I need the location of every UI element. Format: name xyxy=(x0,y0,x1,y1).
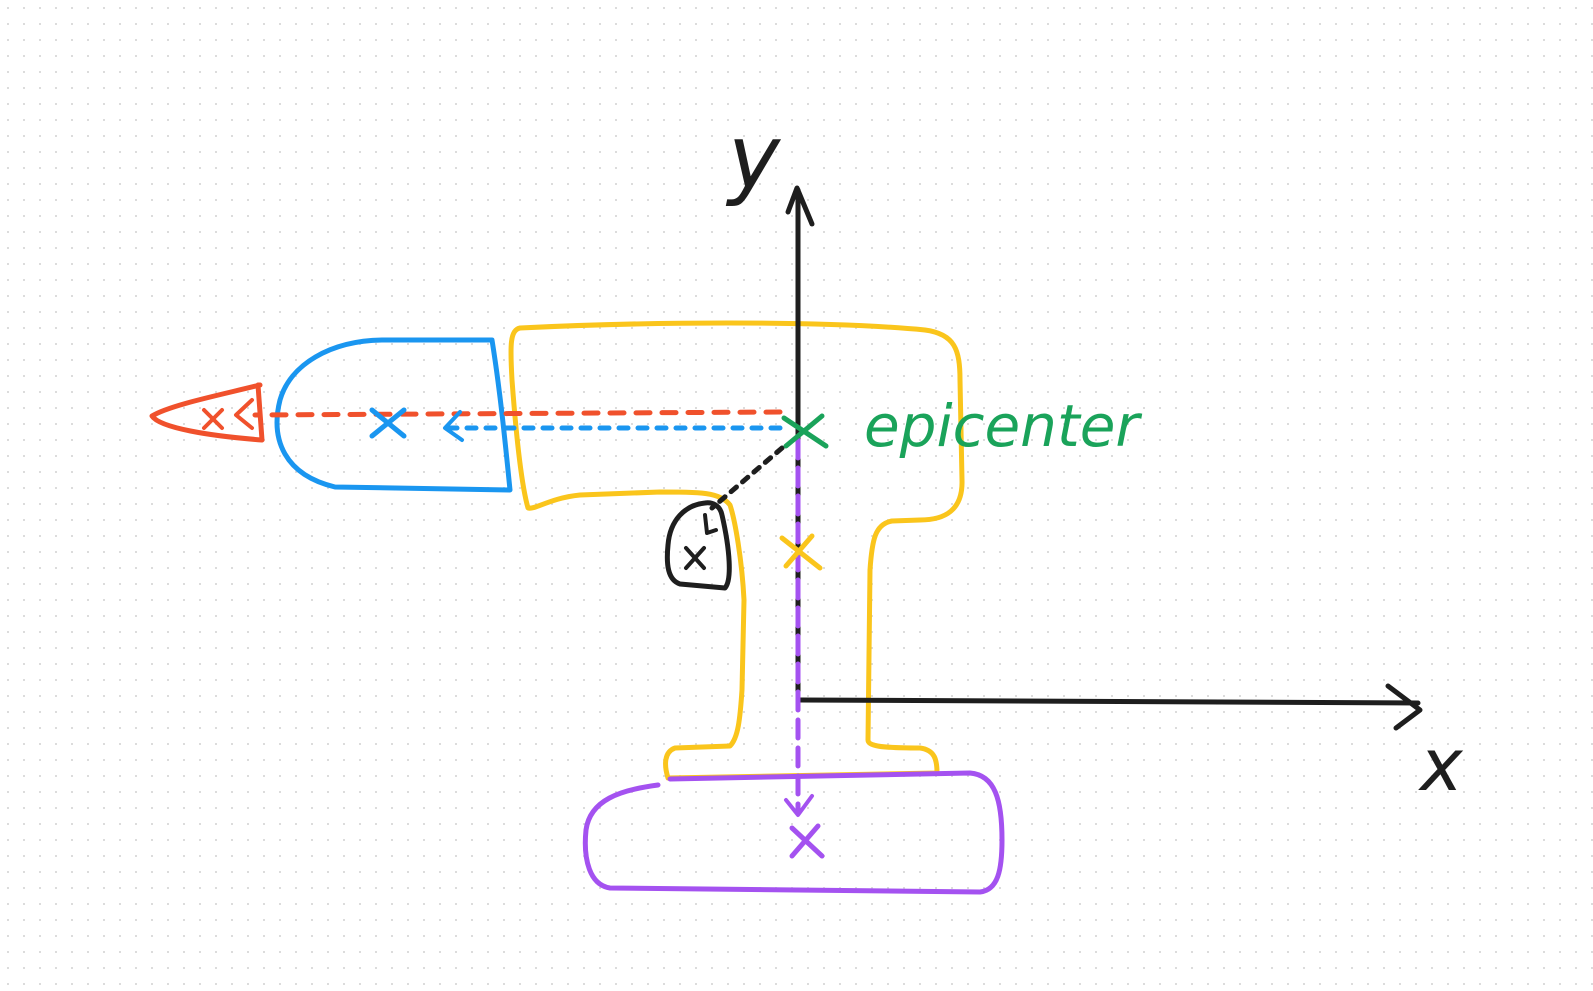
x-axis-line xyxy=(797,697,1421,706)
trigger-center-mark xyxy=(703,513,718,535)
chuck-center-mark xyxy=(369,407,407,439)
y-axis-label: y xyxy=(725,106,782,209)
x-axis-label: x xyxy=(1418,723,1464,807)
trigger-center-cross xyxy=(684,546,706,570)
trigger-dashed-line xyxy=(709,445,785,511)
bit-center-mark xyxy=(202,408,224,430)
trigger-outline xyxy=(664,500,732,591)
drill-bit-arrowhead xyxy=(234,398,254,430)
epicenter-mark xyxy=(781,413,829,449)
y-axis-arrowhead xyxy=(785,185,815,227)
epicenter-label: epicenter xyxy=(864,392,1142,460)
bit-dashed-line xyxy=(252,409,783,418)
drill-bit-outline xyxy=(149,382,265,443)
x-axis-arrowhead xyxy=(1385,683,1423,731)
body-center-mark xyxy=(779,533,823,571)
battery-center-mark xyxy=(789,823,825,859)
battery-outline xyxy=(582,770,1005,895)
chuck-arrowhead xyxy=(443,410,464,442)
battery-arrowhead xyxy=(784,794,814,817)
chuck-outline xyxy=(274,337,513,493)
